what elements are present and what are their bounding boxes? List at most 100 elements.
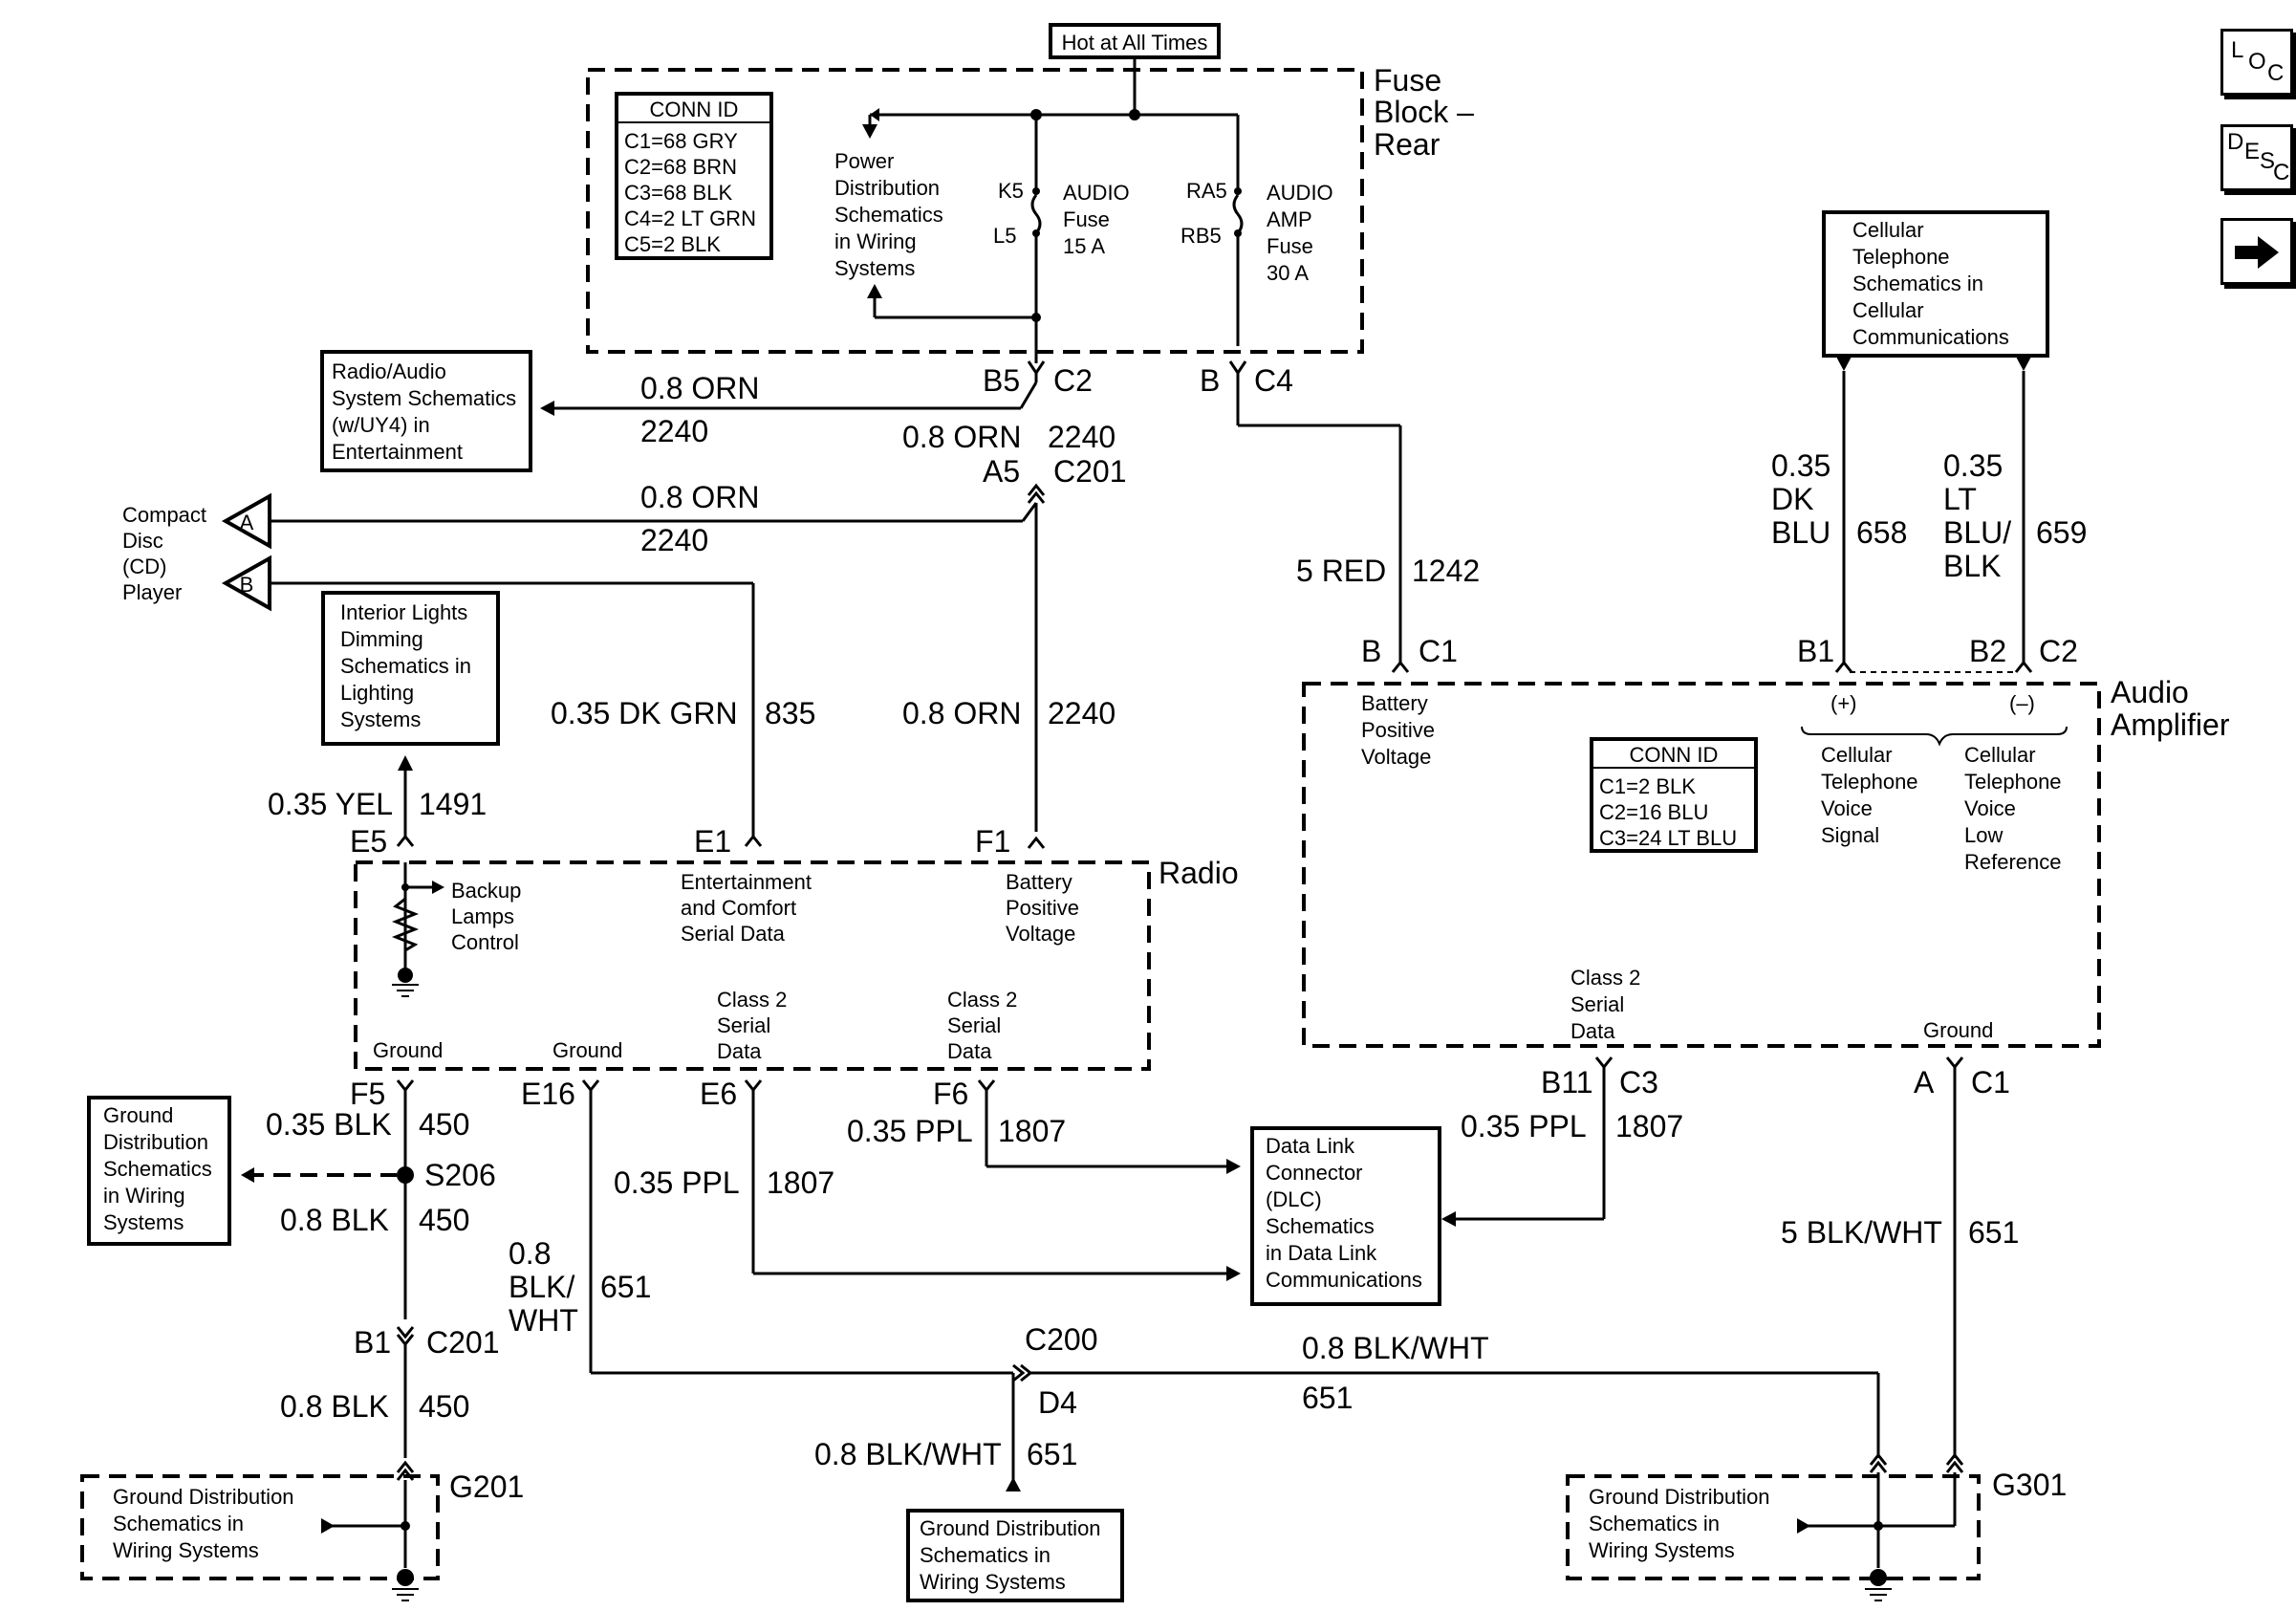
- amp-pin-desc: Telephone: [1964, 770, 2062, 794]
- right-arrow-icon: [2235, 236, 2279, 269]
- box-label: Schematics in: [1589, 1512, 1720, 1535]
- ground-distribution-box-center[interactable]: [906, 1509, 1124, 1602]
- radio-pin-desc: Serial Data: [681, 922, 786, 946]
- amp-pin-desc: Voltage: [1361, 745, 1431, 769]
- pin-label: B2: [1969, 634, 2006, 668]
- radio-pin-desc: and Comfort: [681, 896, 796, 920]
- radio-pin-desc: Data: [947, 1039, 992, 1063]
- box-label: (DLC): [1266, 1187, 1322, 1211]
- box-label: System Schematics: [332, 386, 516, 410]
- box-label: in Data Link: [1266, 1241, 1377, 1265]
- location-button[interactable]: L O C: [2220, 29, 2293, 96]
- radio-pin-desc: Serial: [717, 1013, 770, 1037]
- pin-label: D4: [1038, 1385, 1077, 1420]
- wire-label: 0.35 PPL: [847, 1114, 973, 1148]
- amp-pin-desc: Cellular: [1821, 743, 1893, 767]
- loc-letter: O: [2248, 49, 2266, 75]
- box-label: Schematics: [103, 1157, 212, 1181]
- pin-label: B11: [1541, 1065, 1593, 1099]
- amp-pin-desc: Signal: [1821, 823, 1879, 847]
- wire-label: 0.8 BLK/WHT: [814, 1437, 1002, 1471]
- wire-label: 0.35: [1943, 448, 2003, 483]
- wire-label: 651: [600, 1270, 651, 1304]
- amplifier-wiring: B C4 5 RED 1242 B C1 Cellular Telephone …: [1200, 210, 2087, 673]
- cd-player-label: Compact: [122, 503, 206, 527]
- amp-pin-desc: Cellular: [1964, 743, 2036, 767]
- box-label: Distribution: [103, 1130, 208, 1154]
- box-label: Systems: [103, 1210, 184, 1234]
- pin-label: B1: [1797, 634, 1834, 668]
- pin-label: B: [1361, 634, 1381, 668]
- radio-pin-desc: Control: [451, 930, 519, 954]
- amp-pin-desc: Voice: [1821, 796, 1873, 820]
- wire-label: LT: [1943, 482, 1977, 516]
- box-label: Radio/Audio: [332, 359, 446, 383]
- power-distribution-label: Systems: [834, 256, 915, 280]
- box-label: Ground Distribution: [1589, 1485, 1770, 1509]
- wire-label: DK: [1771, 482, 1813, 516]
- pin-label: G201: [449, 1469, 524, 1504]
- wire-label: 1807: [1615, 1109, 1683, 1143]
- cellular-telephone-schematics-box[interactable]: [1822, 210, 2049, 358]
- pin-label: C200: [1025, 1322, 1098, 1357]
- description-button[interactable]: D E S C: [2220, 124, 2293, 191]
- wire-label: 0.8 ORN: [640, 371, 759, 405]
- wire-label: 2240: [1048, 696, 1116, 730]
- cd-player-label: Disc: [122, 529, 163, 553]
- pin-label: C3: [1619, 1065, 1658, 1099]
- radio-pin-desc: Ground: [373, 1038, 443, 1062]
- box-label: Interior Lights: [340, 600, 467, 624]
- ground-distribution-box-left[interactable]: [87, 1096, 231, 1246]
- conn-id-row: C2=68 BRN: [624, 155, 737, 179]
- fuse-block-label-2: Block –: [1374, 95, 1474, 129]
- wire-label: 659: [2036, 515, 2087, 550]
- pin-label: G301: [1992, 1468, 2067, 1502]
- audio-amp-fuse-label: AUDIO: [1267, 181, 1333, 205]
- box-label: Schematics: [1266, 1214, 1375, 1238]
- power-distribution-label: Power: [834, 149, 894, 173]
- hot-at-all-times-label: Hot at All Times: [1062, 31, 1208, 54]
- box-label: Telephone: [1852, 245, 1950, 269]
- cd-player-label: Player: [122, 580, 182, 604]
- wire-label: 651: [1968, 1215, 2019, 1250]
- pin-label: A: [1914, 1065, 1935, 1099]
- g301-ground-outline: [1566, 1474, 1981, 1580]
- box-label: Wiring Systems: [920, 1570, 1066, 1594]
- dlc-schematics-box[interactable]: [1250, 1126, 1441, 1306]
- wire-label: 2240: [1048, 420, 1116, 454]
- wire-label: 450: [419, 1107, 469, 1142]
- radio-pin-desc: Voltage: [1006, 922, 1075, 946]
- pin-label: E1: [694, 824, 731, 859]
- wire-label: 0.35 BLK: [266, 1107, 392, 1142]
- fuse-pin-label: L5: [993, 224, 1016, 248]
- loc-letter: L: [2231, 37, 2244, 63]
- radio-outline: [354, 860, 1151, 1071]
- wire-label: 0.35 DK GRN: [551, 696, 738, 730]
- amplifier-outline: [1302, 682, 2101, 1048]
- amp-pin-desc: Low: [1964, 823, 2003, 847]
- conn-id-row: C3=24 LT BLU: [1599, 826, 1737, 850]
- wire-label: 0.8 BLK/WHT: [1302, 1331, 1489, 1365]
- amp-pin-desc: Class 2: [1570, 966, 1640, 990]
- radio-audio-schematics-box[interactable]: [320, 350, 532, 472]
- desc-letter: D: [2227, 129, 2244, 155]
- wire-label: BLK/: [509, 1270, 574, 1304]
- next-page-button[interactable]: [2220, 218, 2293, 285]
- audio-amp-fuse-label: Fuse: [1267, 234, 1313, 258]
- pin-label: S206: [424, 1158, 496, 1192]
- amp-pin-desc: Data: [1570, 1019, 1615, 1043]
- fuse-block-outline: [586, 68, 1364, 354]
- amp-pin-desc: Reference: [1964, 850, 2062, 874]
- wire-label: 0.8 BLK: [280, 1203, 389, 1237]
- amplifier-label: Amplifier: [2111, 708, 2230, 742]
- wire-label: 1242: [1412, 554, 1480, 588]
- wire-label: 651: [1302, 1381, 1353, 1415]
- desc-letter: C: [2273, 160, 2290, 185]
- interior-lights-schematics-box[interactable]: [321, 591, 500, 746]
- conn-id-row: C1=2 BLK: [1599, 774, 1696, 798]
- box-label: Ground: [103, 1103, 173, 1127]
- cd-connector-a: [221, 492, 271, 550]
- pin-label: C2: [2039, 634, 2078, 668]
- radio-pin-desc: Data: [717, 1039, 762, 1063]
- box-label: Lighting: [340, 681, 414, 705]
